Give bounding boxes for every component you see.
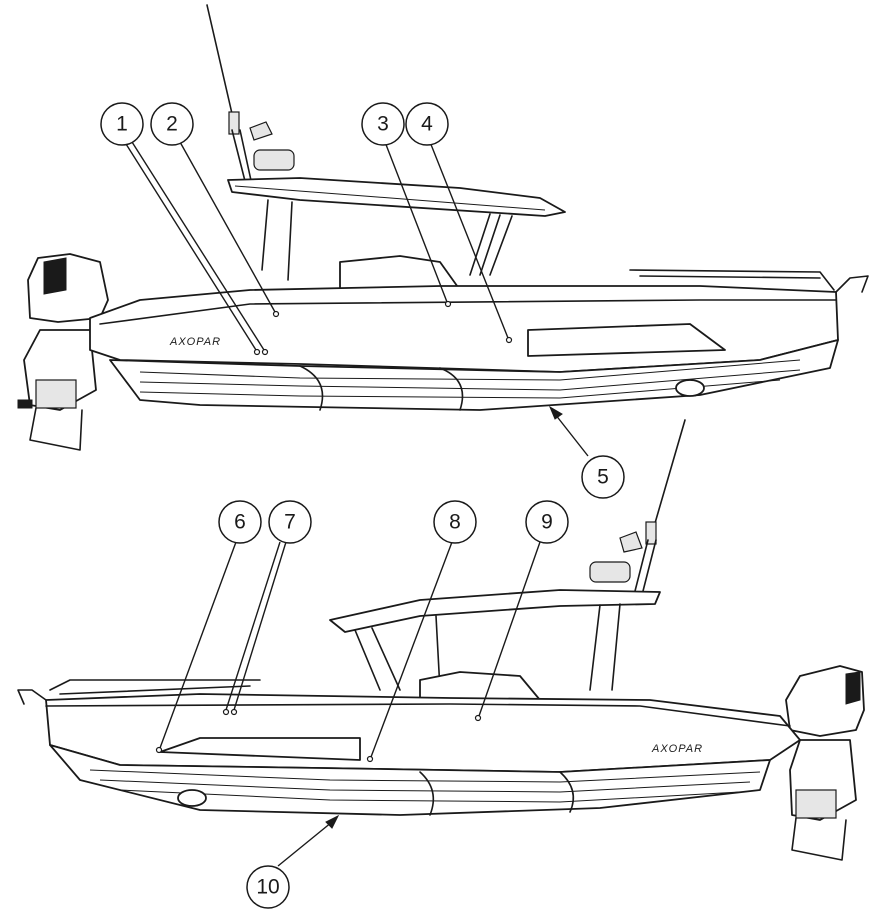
outboard-engine-top (27, 253, 109, 323)
arrow-5 (548, 405, 563, 420)
point-3 (444, 300, 452, 308)
point-9 (474, 714, 482, 722)
point-6 (155, 746, 163, 754)
callout-8: 8 (433, 500, 477, 544)
point-4 (505, 336, 513, 344)
callout-6: 6 (218, 500, 262, 544)
antenna-top (206, 4, 234, 119)
callout-6-label: 6 (234, 511, 246, 534)
hull-logo-bottom: AXOPAR (651, 743, 703, 755)
callout-5: 5 (581, 455, 625, 499)
hull-logo-top: AXOPAR (169, 336, 221, 348)
callout-9-label: 9 (541, 511, 553, 534)
porthole-top (675, 379, 705, 397)
callout-4: 4 (405, 102, 449, 146)
callout-10: 10 (246, 865, 290, 909)
antenna-base-bottom (645, 521, 657, 545)
callout-7: 7 (268, 500, 312, 544)
arrow-10 (325, 814, 340, 829)
point-2 (272, 310, 280, 318)
antenna-base-top (228, 111, 240, 135)
hull-top (89, 285, 839, 373)
boat-top-view: AXOPAR (17, 4, 869, 451)
point-1a (253, 348, 261, 356)
callout-2-label: 2 (166, 113, 178, 136)
point-1b (261, 348, 269, 356)
radar-dome-bottom (589, 561, 631, 583)
callout-1-label: 1 (116, 113, 128, 136)
callout-5-label: 5 (597, 466, 609, 489)
callout-4-label: 4 (421, 113, 433, 136)
antenna-bottom (652, 419, 686, 531)
console-top (339, 255, 461, 293)
outboard-engine-bottom (785, 665, 865, 737)
hull-window-top (527, 323, 726, 357)
porthole-bottom (177, 789, 207, 807)
point-8 (366, 755, 374, 763)
boat-bottom-view: AXOPAR (17, 419, 865, 861)
callout-7-label: 7 (284, 511, 296, 534)
callout-9: 9 (525, 500, 569, 544)
leaders (125, 141, 589, 867)
hull-window-bottom (159, 737, 361, 761)
callout-3-label: 3 (377, 113, 389, 136)
callout-10-label: 10 (256, 876, 279, 899)
callout-8-label: 8 (449, 511, 461, 534)
t-top-roof-bottom (329, 589, 661, 633)
callout-1: 1 (100, 102, 144, 146)
callout-2: 2 (150, 102, 194, 146)
point-7b (230, 708, 238, 716)
light-top (249, 121, 273, 141)
point-7a (222, 708, 230, 716)
t-top-roof-top (227, 177, 566, 217)
light-bottom (619, 531, 643, 553)
radar-dome-top (253, 149, 295, 171)
callout-3: 3 (361, 102, 405, 146)
